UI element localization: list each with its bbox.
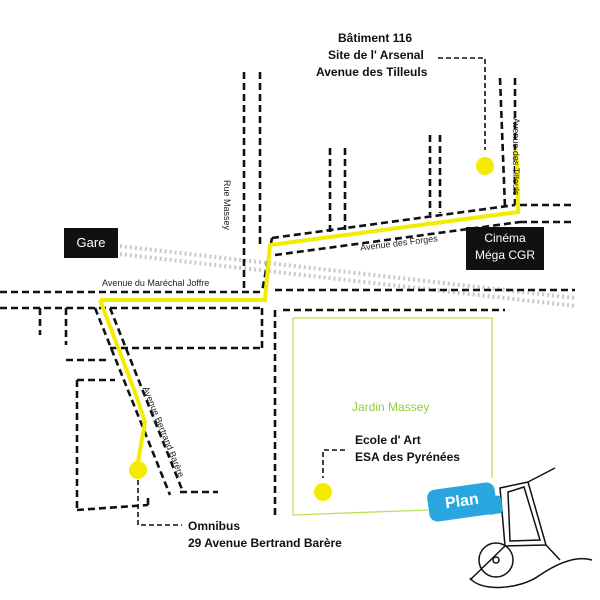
gare-box[interactable]: Gare [64, 228, 118, 258]
park-outline-bottom [292, 318, 429, 516]
batiment-line-1: Bâtiment 116 [338, 31, 413, 45]
plan-button-label: Plan [444, 490, 480, 513]
street-network [0, 72, 575, 515]
rue-massey-label: Rue Massey [222, 180, 232, 231]
park-outline [293, 317, 493, 478]
ecole-label: Ecole d' Art ESA des Pyrénées [355, 432, 460, 466]
route-path [100, 149, 521, 302]
marker-batiment[interactable] [476, 157, 494, 175]
batiment-label: Bâtiment 116 Site de l' Arsenal Avenue d… [316, 30, 427, 81]
marker-omnibus[interactable] [129, 461, 147, 479]
ecole-line-1: Ecole d' Art [355, 433, 421, 447]
gare-label: Gare [76, 235, 106, 250]
omnibus-line-2: 29 Avenue Bertrand Barère [188, 536, 342, 550]
wheelbarrow-icon [469, 467, 593, 589]
ecole-line-2: ESA des Pyrénées [355, 450, 460, 464]
marker-ecole[interactable] [314, 483, 332, 501]
avenue-joffre-label: Avenue du Maréchal Joffre [102, 278, 210, 288]
cinema-box[interactable]: Cinéma Méga CGR [466, 227, 544, 270]
cinema-line-1: Cinéma [484, 231, 526, 245]
cinema-line-2: Méga CGR [474, 248, 536, 262]
batiment-line-2: Site de l' Arsenal [328, 48, 424, 62]
avenue-tilleuls-label: Avenue des Tilleuls [511, 118, 521, 196]
omnibus-line-1: Omnibus [188, 519, 241, 533]
batiment-line-3: Avenue des Tilleuls [316, 65, 428, 79]
jardin-label: Jardin Massey [352, 400, 430, 414]
omnibus-label: Omnibus 29 Avenue Bertrand Barère [188, 518, 342, 552]
route-path-diagonal [98, 299, 148, 463]
leader-lines [137, 57, 486, 526]
